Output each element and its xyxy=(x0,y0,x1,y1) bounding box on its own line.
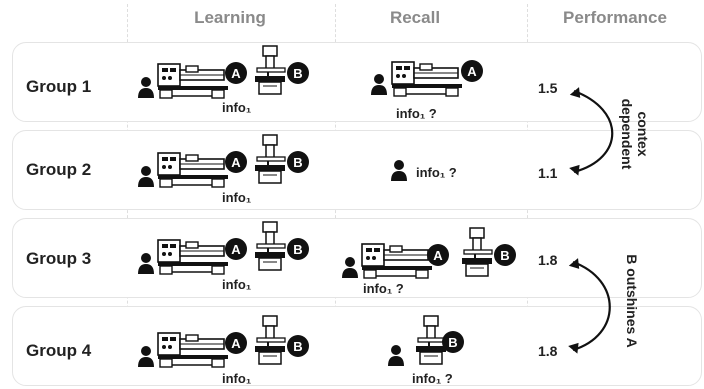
badge-a-icon xyxy=(461,60,483,82)
lathe-machine-icon xyxy=(157,239,229,275)
learning-info-label: info₁ xyxy=(222,371,252,386)
badge-a-letter: A xyxy=(231,336,241,351)
group-label: Group 4 xyxy=(26,341,92,360)
learning-info-label: info₁ xyxy=(222,100,252,115)
column-header-performance: Performance xyxy=(563,8,667,27)
context-dependent-arrow xyxy=(573,89,614,174)
arrowhead-icon xyxy=(569,87,581,98)
person-icon xyxy=(138,253,154,274)
arrowhead-icon xyxy=(568,258,580,269)
arrowhead-icon xyxy=(568,342,579,354)
person-icon xyxy=(388,345,404,366)
badge-a-letter: A xyxy=(231,242,241,257)
badge-a-icon xyxy=(225,62,247,84)
outshine-arrow xyxy=(572,260,611,352)
learning-info-label: info₁ xyxy=(222,277,252,292)
person-icon xyxy=(391,160,407,181)
badge-a-icon xyxy=(427,244,449,266)
person-icon xyxy=(371,74,387,95)
lathe-machine-icon xyxy=(157,63,229,99)
learning-info-label: info₁ xyxy=(222,190,252,205)
badge-b-letter: B xyxy=(500,248,509,263)
badge-a-letter: A xyxy=(433,248,443,263)
group-row-2 xyxy=(12,130,702,210)
milling-machine-icon xyxy=(254,134,286,184)
performance-value: 1.1 xyxy=(538,165,558,181)
badge-b-icon xyxy=(287,335,309,357)
lathe-machine-icon xyxy=(361,243,433,279)
badge-b-icon xyxy=(287,238,309,260)
milling-machine-icon xyxy=(254,315,286,365)
badge-a-letter: A xyxy=(231,66,241,81)
badge-b-letter: B xyxy=(448,335,457,350)
person-icon xyxy=(342,257,358,278)
badge-b-letter: B xyxy=(293,339,302,354)
milling-machine-icon xyxy=(461,227,493,277)
column-header-recall: Recall xyxy=(389,8,441,27)
recall-info-label: info₁ ? xyxy=(416,165,457,180)
lathe-machine-icon xyxy=(157,152,229,188)
badge-b-icon xyxy=(442,331,464,353)
column-header-learning: Learning xyxy=(194,8,266,27)
person-icon xyxy=(138,166,154,187)
recall-info-label: info₁ ? xyxy=(412,371,453,386)
performance-value: 1.5 xyxy=(538,80,558,96)
badge-b-icon xyxy=(287,62,309,84)
milling-machine-icon xyxy=(254,45,286,95)
person-icon xyxy=(138,346,154,367)
performance-value: 1.8 xyxy=(538,343,558,359)
badge-a-icon xyxy=(225,332,247,354)
person-icon xyxy=(138,77,154,98)
group-label: Group 2 xyxy=(26,160,92,179)
badge-a-icon xyxy=(225,151,247,173)
milling-machine-icon xyxy=(415,315,447,365)
badge-b-letter: B xyxy=(293,155,302,170)
group-label: Group 1 xyxy=(26,77,92,96)
badge-b-letter: B xyxy=(293,66,302,81)
group-row-1 xyxy=(12,42,702,122)
badge-a-icon xyxy=(225,238,247,260)
badge-b-letter: B xyxy=(293,242,302,257)
badge-b-icon xyxy=(287,151,309,173)
recall-info-label: info₁ ? xyxy=(396,106,437,121)
milling-machine-icon xyxy=(254,221,286,271)
group-row-4 xyxy=(12,306,702,386)
badge-b-icon xyxy=(494,244,516,266)
group-label: Group 3 xyxy=(26,249,92,268)
arrowhead-icon xyxy=(569,164,580,176)
lathe-machine-icon xyxy=(391,61,463,97)
badge-a-letter: A xyxy=(231,155,241,170)
badge-a-letter: A xyxy=(467,64,477,79)
group-row-3 xyxy=(12,218,702,298)
performance-value: 1.8 xyxy=(538,252,558,268)
lathe-machine-icon xyxy=(157,332,229,368)
recall-info-label: info₁ ? xyxy=(363,281,404,296)
